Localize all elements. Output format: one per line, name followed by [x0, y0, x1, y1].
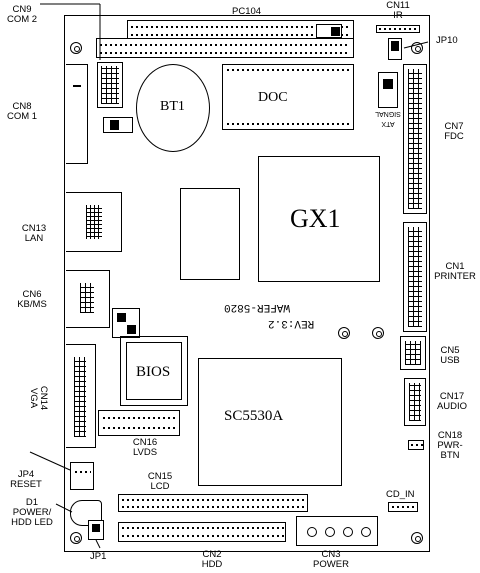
- jp10-label: JP10: [436, 35, 458, 46]
- bt1-label: BT1: [160, 99, 185, 114]
- cn15-lcd-connector: [118, 494, 308, 512]
- bios-chip: [126, 342, 182, 400]
- cd-in-header: [388, 502, 418, 512]
- bios-socket: [120, 336, 188, 406]
- cn13-lan-connector: [66, 192, 122, 252]
- cn3-power-connector: [296, 516, 378, 546]
- doc-label: DOC: [258, 90, 288, 105]
- jp1-label: JP1: [90, 551, 107, 562]
- jumper-block: [112, 308, 140, 338]
- mounting-hole: [372, 327, 384, 339]
- cn9-com2-header: [97, 62, 123, 108]
- cn18-pwr-btn-header: [408, 440, 424, 450]
- sc5530a-label: SC5530A: [224, 408, 284, 424]
- cn11-ir-header: [376, 25, 420, 33]
- cn16-lvds-header: [98, 410, 180, 436]
- bios-label: BIOS: [136, 364, 171, 380]
- mounting-hole: [338, 327, 350, 339]
- chip: [180, 188, 240, 280]
- cn6-kbms-connector: [66, 270, 110, 328]
- cn1-printer-connector: [403, 222, 427, 332]
- cn14-vga-connector: [66, 344, 96, 448]
- pc104-connector-lower: [96, 38, 354, 58]
- gx1-label: GX1: [290, 204, 341, 233]
- jp4-reset-header: [70, 462, 94, 490]
- sc5530a-chip: [198, 358, 342, 486]
- mounting-hole: [70, 42, 82, 54]
- cn5-usb-header: [400, 336, 426, 370]
- jp10-jumper: [388, 38, 402, 60]
- cn8-com1-connector: [66, 64, 88, 164]
- mounting-hole: [70, 532, 82, 544]
- battery-bt1: [136, 64, 210, 152]
- mounting-hole: [411, 532, 423, 544]
- cd-in-label: CD_IN: [386, 489, 415, 500]
- pc104-label: PC104: [232, 6, 262, 17]
- gx1-chip: [258, 156, 380, 282]
- cn17-audio-header: [404, 378, 426, 426]
- atx-signal-header: [378, 72, 398, 108]
- jumper-block: [103, 117, 133, 133]
- doc-socket: [222, 64, 354, 130]
- jumper-block: [316, 24, 342, 38]
- cn7-fdc-connector: [403, 64, 427, 214]
- cn2-hdd-connector: [118, 522, 286, 542]
- jp1-jumper: [88, 520, 104, 540]
